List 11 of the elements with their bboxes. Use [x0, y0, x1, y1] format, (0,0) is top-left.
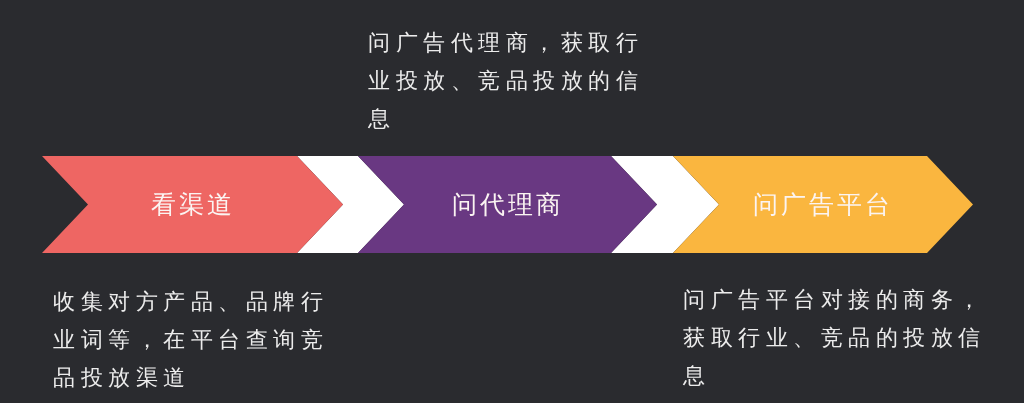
step-label: 问广告平台	[753, 189, 893, 220]
description-text: 问广告平台对接的商务，获取行业、竞品的投放信息	[683, 286, 987, 390]
chevron-arrow	[611, 156, 719, 253]
chevron-arrow	[297, 156, 404, 253]
description-text: 收集对方产品、品牌行业词等，在平台查询竞品投放渠道	[53, 288, 329, 392]
step-label: 问代理商	[451, 189, 564, 220]
step-label: 看渠道	[150, 189, 235, 220]
chevron-step	[42, 156, 343, 253]
chevron-step	[358, 156, 657, 253]
chevron-step	[673, 156, 973, 253]
description-text: 问广告代理商，获取行业投放、竞品投放的信息	[368, 29, 644, 133]
